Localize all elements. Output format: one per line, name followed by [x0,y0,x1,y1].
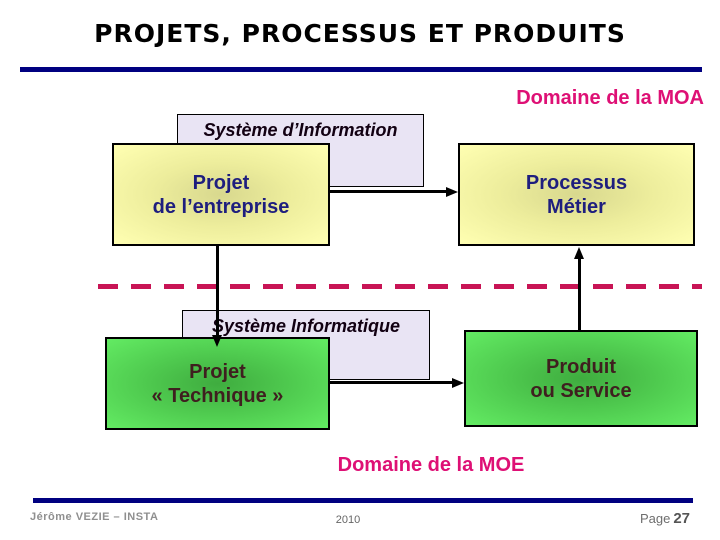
produit-service-box: Produit ou Service [464,330,698,427]
footer-page-label: Page [639,511,671,526]
produit-service-line1: Produit [546,355,616,378]
footer-author: Jérôme VEZIE – INSTA [30,511,159,523]
projet-technique-line2: « Technique » [151,384,284,407]
domain-moa-label: Domaine de la MOA [516,87,704,109]
slide-title: PROJETS, PROCESSUS ET PRODUITS [94,19,626,48]
produit-service-line2: ou Service [530,379,632,402]
connector-projet-to-systeme-informatique [216,246,219,337]
processus-metier-box: Processus Métier [458,143,695,246]
title-underline-rule [20,67,702,72]
systeme-informatique-label: Système Informatique [211,316,401,336]
domain-moe-label: Domaine de la MOE [337,454,525,476]
arrowhead-right-icon [446,187,458,197]
processus-metier-line1: Processus [525,171,628,194]
connector-projet-technique-to-produit [330,381,453,384]
footer-page-number: 27 [673,510,690,527]
projet-technique-box: Projet « Technique » [105,337,330,430]
systeme-information-label: Système d’Information [203,120,398,140]
processus-metier-line2: Métier [547,195,606,218]
arrowhead-up-icon [574,247,584,259]
moa-moe-divider-dashed-line [98,284,702,289]
arrowhead-down-icon [212,335,222,347]
arrowhead-right-icon [452,378,464,388]
connector-projet-to-processus [330,190,448,193]
footer-year: 2010 [335,514,361,526]
footer-rule [33,498,693,503]
projet-entreprise-box: Projet de l’entreprise [112,143,330,246]
connector-produit-to-processus [578,258,581,330]
projet-entreprise-line2: de l’entreprise [152,195,290,218]
projet-entreprise-line1: Projet [192,171,250,194]
projet-technique-line1: Projet [189,360,246,383]
